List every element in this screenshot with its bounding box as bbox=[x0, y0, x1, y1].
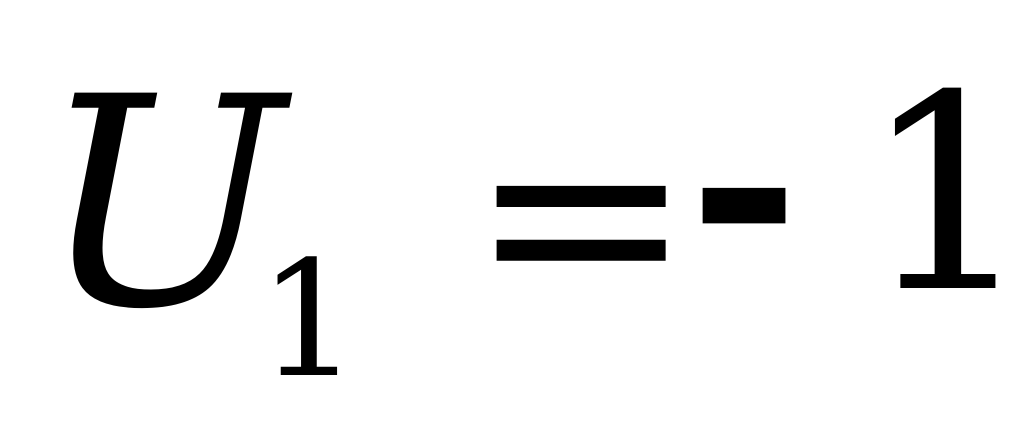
formula-equals-sign: = bbox=[468, 57, 695, 372]
formula-variable: U bbox=[40, 36, 285, 373]
formula-value: 1 bbox=[862, 37, 1024, 352]
formula-subscript: 1 bbox=[258, 226, 360, 413]
formula-minus-sign: - bbox=[688, 24, 801, 342]
